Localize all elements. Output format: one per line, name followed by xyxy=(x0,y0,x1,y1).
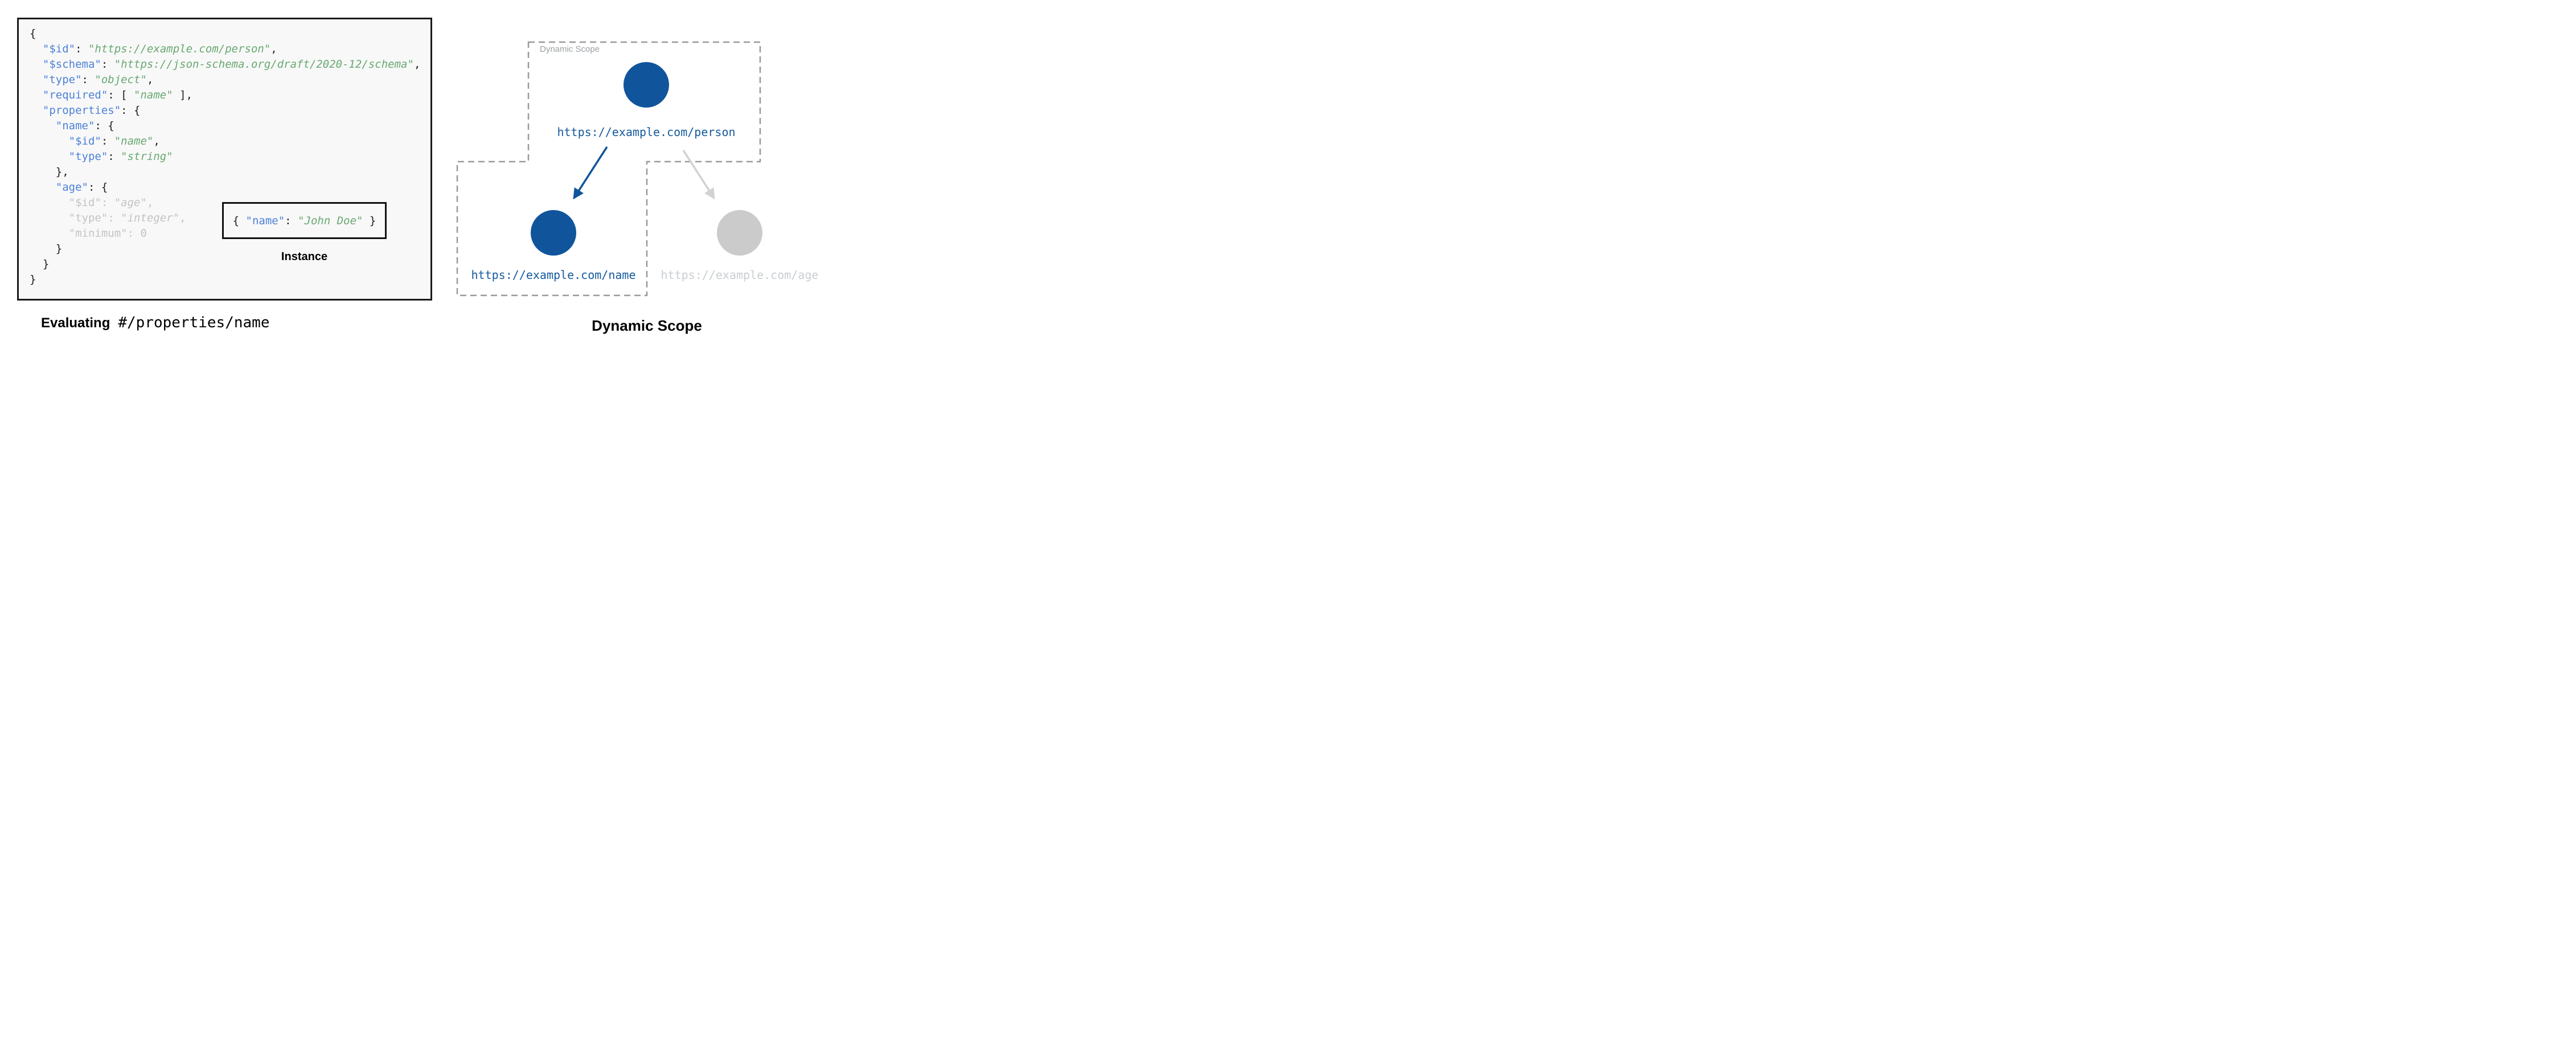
evaluating-caption: Evaluating #/properties/name xyxy=(41,314,269,331)
code-token: , xyxy=(146,73,154,86)
code-token: "https://json-schema.org/draft/2020-12/s… xyxy=(114,58,414,71)
code-token: "integer" xyxy=(121,212,180,224)
code-token: "string" xyxy=(121,150,173,163)
code-line: "required": [ "name" ], xyxy=(30,88,427,103)
code-token: } xyxy=(30,258,50,270)
schema-code-box: { "$id": "https://example.com/person", "… xyxy=(17,18,432,301)
code-token: : xyxy=(75,43,88,55)
code-line: } xyxy=(30,272,427,287)
name-node-label: https://example.com/name xyxy=(471,268,636,282)
code-line: { xyxy=(30,26,427,42)
code-token: "name" xyxy=(55,120,95,132)
person-to-age-arrow xyxy=(682,150,715,200)
code-line: "properties": { xyxy=(30,103,427,118)
caption-prefix: Evaluating xyxy=(41,315,110,331)
code-token: { xyxy=(232,214,246,227)
code-token: ], xyxy=(173,89,193,101)
code-token: "type" xyxy=(68,212,108,224)
person-node-label: https://example.com/person xyxy=(557,125,736,139)
person-node-circle xyxy=(624,62,669,108)
instance-label: Instance xyxy=(281,250,328,263)
code-token: : [ xyxy=(108,89,134,101)
dynamic-scope-diagram xyxy=(456,41,762,297)
code-token: "properties" xyxy=(42,104,121,117)
code-token: , xyxy=(270,43,277,55)
code-line: "$id": "https://example.com/person", xyxy=(30,42,427,57)
code-token: "name" xyxy=(245,214,285,227)
instance-code: { "name": "John Doe" } xyxy=(233,215,376,227)
code-token: } xyxy=(363,214,376,227)
code-token: : xyxy=(127,227,141,240)
code-line: "$id": "age", xyxy=(30,195,427,211)
code-token: }, xyxy=(30,166,69,178)
person-to-name-arrow xyxy=(573,146,608,200)
scope-region-label: Dynamic Scope xyxy=(540,44,600,54)
code-token: : { xyxy=(88,181,108,194)
code-token: } xyxy=(30,273,36,286)
code-token: "$id" xyxy=(42,43,76,55)
code-line: "age": { xyxy=(30,180,427,195)
code-token: , xyxy=(153,135,160,147)
code-token: "$id" xyxy=(68,135,101,147)
code-token: , xyxy=(413,58,421,71)
code-token: , xyxy=(146,196,154,209)
code-token: "https://example.com/person" xyxy=(88,43,271,55)
code-line: "$schema": "https://json-schema.org/draf… xyxy=(30,57,427,72)
code-token: : xyxy=(285,214,298,227)
code-line: }, xyxy=(30,164,427,180)
code-token: "$id" xyxy=(68,196,101,209)
code-token: , xyxy=(179,212,186,224)
code-line: "$id": "name", xyxy=(30,134,427,149)
code-line: "type": "integer", xyxy=(30,211,427,226)
code-token: : { xyxy=(121,104,141,117)
code-token: : xyxy=(81,73,95,86)
code-token: "minimum" xyxy=(68,227,128,240)
instance-box: { "name": "John Doe" } xyxy=(222,202,387,239)
code-token: "name" xyxy=(114,135,154,147)
code-token: "age" xyxy=(55,181,88,194)
code-token: "type" xyxy=(42,73,82,86)
code-token: : xyxy=(101,196,114,209)
diagram-title: Dynamic Scope xyxy=(592,317,702,334)
code-token: } xyxy=(30,242,63,255)
code-token: : xyxy=(101,135,114,147)
code-token: "age" xyxy=(114,196,147,209)
code-line: "type": "string" xyxy=(30,149,427,164)
code-token: { xyxy=(30,27,36,40)
code-token: : xyxy=(108,212,121,224)
code-token: "name" xyxy=(134,89,173,101)
code-token: : { xyxy=(95,120,114,132)
code-token: : xyxy=(108,150,121,163)
figure-page: { "colors": { "node_blue": "#10559c", "l… xyxy=(0,0,859,351)
code-line: } xyxy=(30,241,427,257)
code-line: "name": { xyxy=(30,118,427,134)
code-token: "type" xyxy=(68,150,108,163)
code-line: "type": "object", xyxy=(30,72,427,88)
code-token: "John Doe" xyxy=(298,214,363,227)
code-token: : xyxy=(101,58,114,71)
code-token: "required" xyxy=(42,89,108,101)
code-token: "$schema" xyxy=(42,58,101,71)
name-node-circle xyxy=(531,210,576,256)
age-node-circle xyxy=(717,210,762,256)
dynamic-scope-boundary xyxy=(456,41,761,297)
schema-code: { "$id": "https://example.com/person", "… xyxy=(19,19,430,287)
code-token: "object" xyxy=(95,73,147,86)
code-line: } xyxy=(30,257,427,272)
code-line: "minimum": 0 xyxy=(30,226,427,241)
age-node-label: https://example.com/age xyxy=(661,268,819,282)
caption-pointer-path: #/properties/name xyxy=(118,314,270,331)
code-token: 0 xyxy=(140,227,147,240)
